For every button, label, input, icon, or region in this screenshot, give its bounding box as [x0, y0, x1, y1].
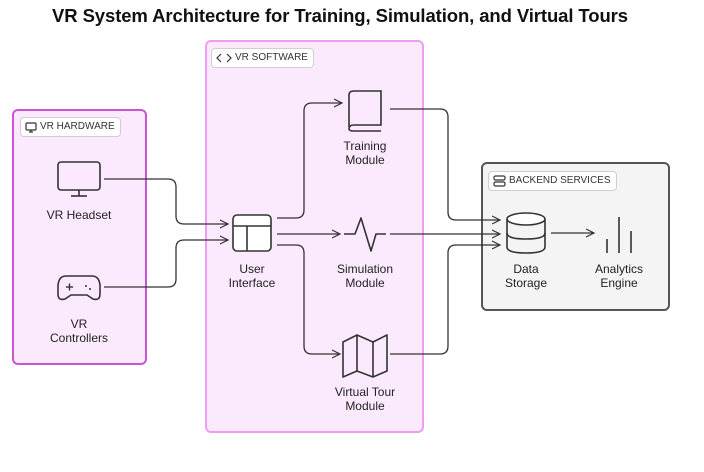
database-icon[interactable] — [504, 211, 548, 255]
user-interface-label-line2: Interface — [228, 276, 276, 290]
training-module-label-line2: Module — [345, 153, 385, 167]
vr-controllers-label-line1: VR — [70, 317, 88, 331]
group-label-software: VR SOFTWARE — [211, 48, 314, 68]
vr-controllers-label-line2: Controllers — [49, 331, 109, 345]
edge-tour-storage — [390, 245, 500, 355]
edge-headset-ui — [104, 178, 228, 224]
simulation-module-label-line1: Simulation — [336, 262, 394, 276]
group-label-backend: BACKEND SERVICES — [488, 171, 617, 191]
node-label-user-interface: User Interface — [202, 262, 302, 290]
diagram-title: VR System Architecture for Training, Sim… — [52, 5, 628, 26]
book-icon[interactable] — [346, 89, 384, 133]
vr-headset-icon — [57, 161, 101, 197]
node-label-data-storage: Data Storage — [476, 262, 576, 290]
simulation-module-label-line2: Module — [345, 276, 385, 290]
edge-ui-tour — [277, 244, 340, 354]
gamepad-icon — [57, 275, 101, 301]
data-storage-label-line1: Data — [513, 262, 539, 276]
group-label-software-text: VR SOFTWARE — [235, 52, 308, 63]
bar-chart-icon[interactable] — [601, 215, 637, 255]
edge-controllers-ui — [104, 240, 228, 288]
group-label-backend-text: BACKEND SERVICES — [509, 175, 611, 186]
map-icon[interactable] — [341, 333, 389, 379]
node-label-vr-controllers: VR Controllers — [29, 317, 129, 345]
vr-headset-label: VR Headset — [46, 208, 112, 222]
analytics-engine-label-line1: Analytics — [594, 262, 644, 276]
node-label-virtual-tour-module: Virtual Tour Module — [315, 385, 415, 413]
activity-icon[interactable] — [342, 213, 388, 255]
code-icon — [216, 53, 232, 63]
node-label-analytics-engine: Analytics Engine — [569, 262, 669, 290]
monitor-icon — [25, 121, 37, 133]
node-label-vr-headset: VR Headset — [29, 208, 129, 222]
layout-icon[interactable] — [231, 213, 273, 253]
user-interface-label-line1: User — [239, 262, 265, 276]
node-label-simulation-module: Simulation Module — [315, 262, 415, 290]
group-label-hardware-text: VR HARDWARE — [40, 121, 115, 132]
data-storage-label-line2: Storage — [504, 276, 548, 290]
analytics-engine-label-line2: Engine — [600, 276, 638, 290]
virtual-tour-module-label-line1: Virtual Tour — [334, 385, 396, 399]
training-module-label-line1: Training — [343, 139, 387, 153]
group-label-hardware: VR HARDWARE — [20, 117, 121, 137]
virtual-tour-module-label-line2: Module — [345, 399, 385, 413]
group-vr-hardware — [12, 109, 147, 365]
edge-ui-training — [277, 103, 342, 219]
server-icon — [493, 175, 506, 187]
edge-training-storage — [390, 108, 500, 220]
node-label-training-module: Training Module — [315, 139, 415, 167]
